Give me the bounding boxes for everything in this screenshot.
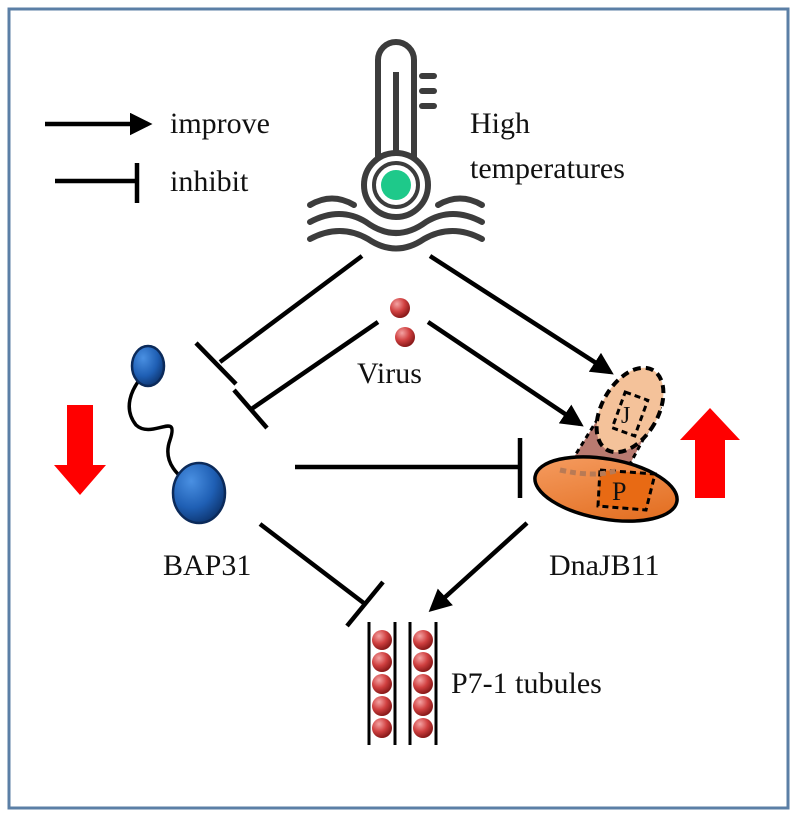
dnajb11-up-arrow-icon <box>680 408 740 498</box>
edges <box>194 254 614 628</box>
bap31-down-arrow-icon <box>54 405 106 495</box>
edge-virus-dnajb11 <box>426 320 584 427</box>
edge-virus-bap31-bar <box>232 388 269 430</box>
p71-tubules-label: P7-1 tubules <box>451 667 602 700</box>
edge-bap31-tubules <box>258 522 367 606</box>
dnajb11-label: DnaJB11 <box>549 549 660 582</box>
dnajb11-j-label: J <box>621 403 630 429</box>
legend: improve inhibit <box>45 107 270 203</box>
edge-dnajb11-tubules <box>428 521 529 613</box>
high-temperatures-label-line1: High <box>470 107 530 140</box>
edge-bap31-tubules-bar <box>345 580 385 628</box>
dnajb11-protein-icon: J P <box>533 365 679 523</box>
legend-inhibit-label: inhibit <box>170 165 249 198</box>
edge-virus-bap31 <box>248 320 380 412</box>
virus-label: Virus <box>357 357 422 390</box>
bap31-protein-icon <box>127 344 227 525</box>
bap31-label: BAP31 <box>163 549 251 582</box>
thermometer-icon <box>307 39 485 252</box>
edge-hightemp-dnajb11 <box>428 254 614 375</box>
edge-hightemp-bap31-bar <box>194 341 238 386</box>
legend-improve-label: improve <box>170 107 270 140</box>
dnajb11-j-domain <box>594 365 666 455</box>
edge-hightemp-bap31 <box>218 254 364 364</box>
p71-tubules-icon <box>367 622 438 745</box>
dnajb11-p-label: P <box>612 477 626 506</box>
thermometer-bulb <box>381 170 411 200</box>
high-temperatures-label-line2: temperatures <box>470 152 625 185</box>
